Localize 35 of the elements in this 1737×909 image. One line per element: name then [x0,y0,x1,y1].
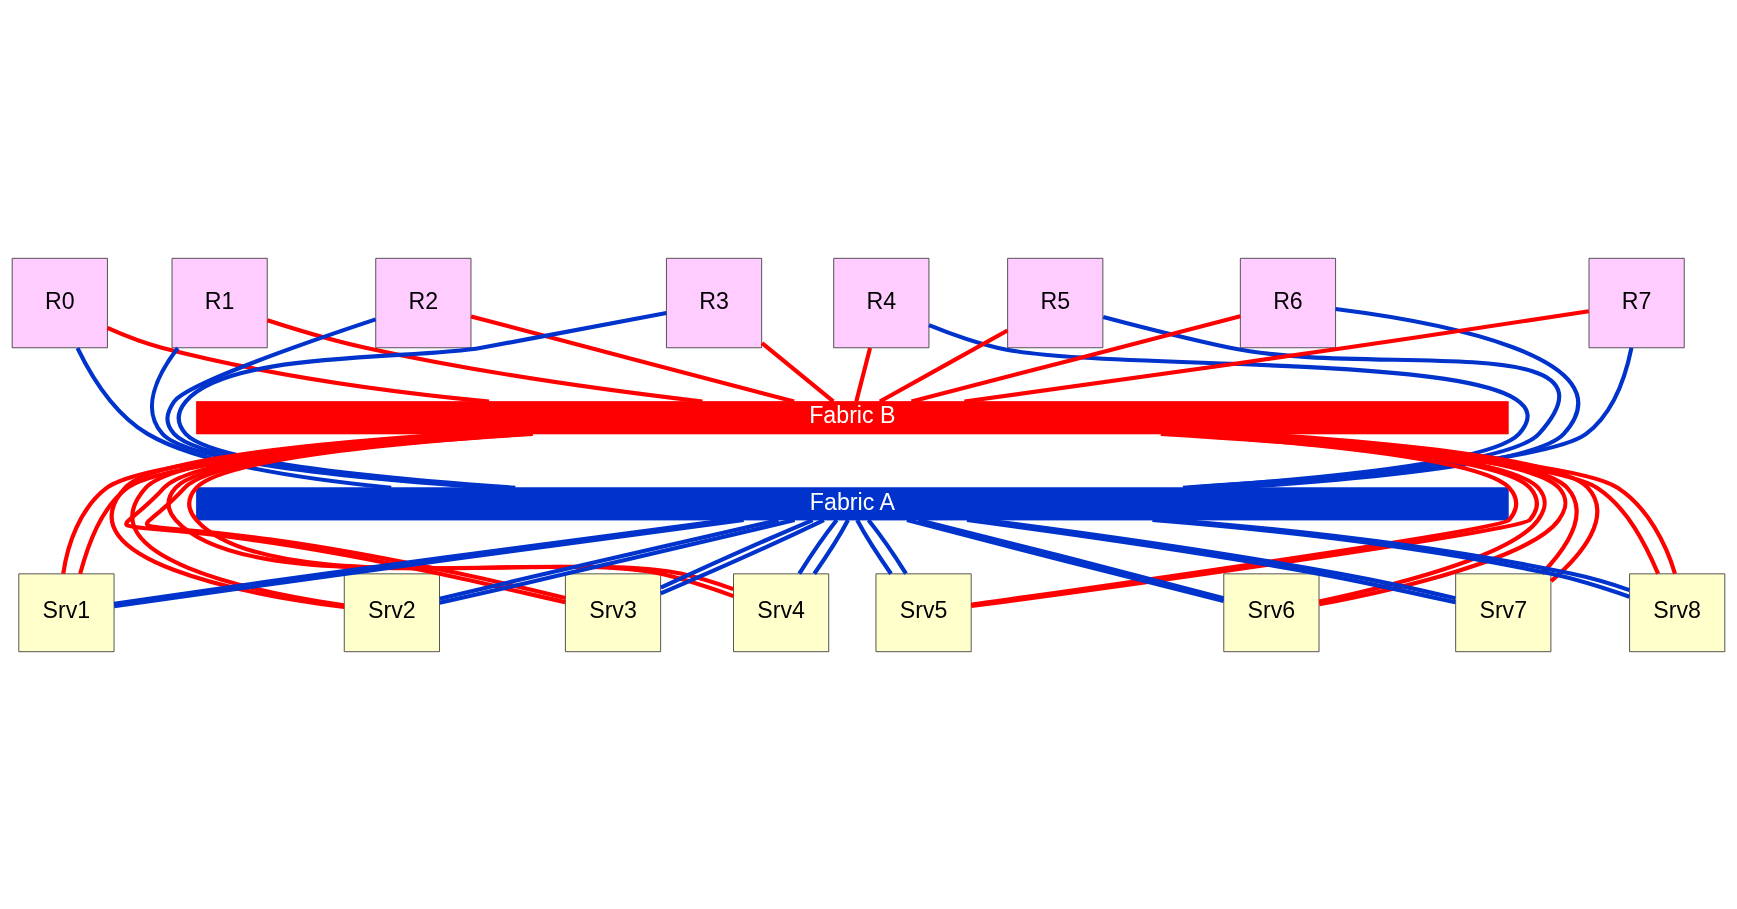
node-box: Fabric A [196,486,1509,520]
connector [878,328,1009,403]
connector [266,317,703,404]
connector [866,518,908,575]
connector [855,518,893,575]
node-box: Srv4 [733,572,830,652]
node-box: Srv7 [1455,572,1552,652]
node-box: Srv6 [1223,572,1320,652]
node-box: R1 [171,257,268,348]
node-box: Fabric B [196,400,1509,434]
node-box: R6 [1239,257,1336,348]
connector [1182,346,1634,490]
node-box: Srv3 [564,572,662,652]
connector [812,518,850,575]
connector [106,325,490,404]
connector [1102,314,1560,490]
node-box: R3 [666,257,763,348]
node-box: R4 [833,257,930,348]
node-box: Srv1 [18,572,115,652]
connector [964,308,1590,404]
node-box: R7 [1588,257,1685,348]
connector [854,346,873,402]
node-box: Srv2 [343,572,440,652]
connector [910,313,1241,404]
node-box: Srv5 [875,572,972,652]
connector [760,340,835,403]
connector [176,310,667,490]
connector [75,346,392,490]
connector [470,313,795,404]
node-box: R5 [1007,257,1104,348]
connector [797,518,839,575]
node-box: R2 [375,257,472,348]
node-box: Srv8 [1629,572,1726,652]
connector [1233,306,1580,490]
node-box: R0 [11,257,108,348]
